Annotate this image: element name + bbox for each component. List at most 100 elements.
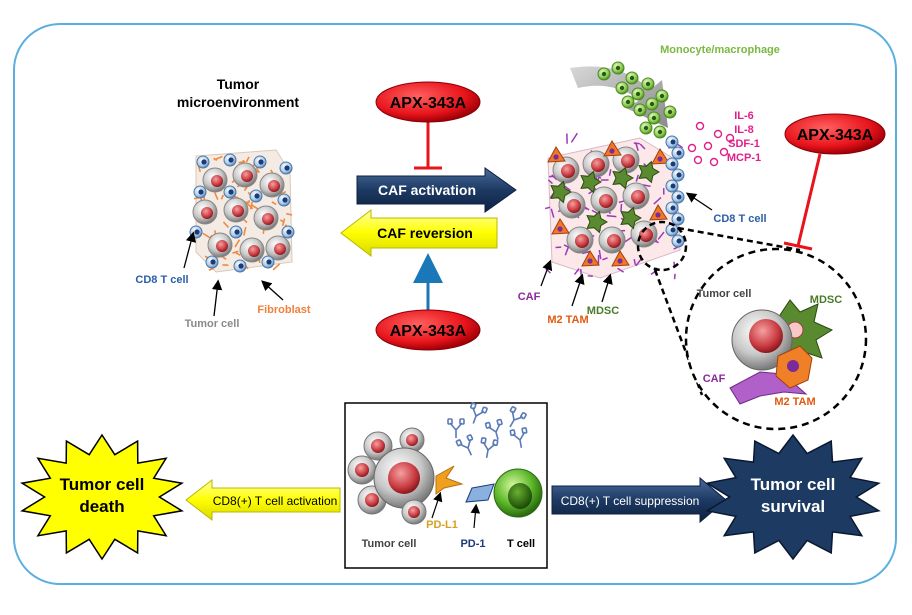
cd8-nucleus bbox=[676, 194, 682, 200]
right-cd8-label: CD8 T cell bbox=[713, 213, 766, 225]
monocyte-nucleus bbox=[629, 75, 635, 81]
tumor-nucleus bbox=[211, 175, 223, 187]
cytokine-dot bbox=[693, 155, 703, 165]
cd8-nucleus bbox=[234, 229, 240, 235]
antibody-arm bbox=[466, 434, 474, 442]
right-caf-label: CAF bbox=[518, 291, 541, 303]
cytokine-il8: IL-8 bbox=[734, 124, 754, 136]
cd8-nucleus bbox=[201, 159, 207, 165]
m2tam-nucleus bbox=[617, 258, 623, 264]
monocyte-nucleus bbox=[649, 101, 655, 107]
t-activation-arrow bbox=[185, 478, 341, 522]
antibody-icon bbox=[484, 418, 503, 440]
caf-strand bbox=[598, 249, 602, 260]
checkpoint-tcell-label: T cell bbox=[507, 538, 535, 550]
zoom-m2tam-label: M2 TAM bbox=[774, 396, 815, 408]
cytokine-dot bbox=[709, 157, 719, 167]
fibroblast-strand bbox=[234, 251, 241, 256]
caf-strand bbox=[550, 208, 555, 218]
pd1-receptor bbox=[465, 483, 495, 503]
death-label-2: death bbox=[79, 497, 124, 516]
fibroblast-strand bbox=[249, 201, 254, 210]
tumor-survival-burst bbox=[705, 433, 881, 561]
cd8-nucleus bbox=[266, 259, 272, 265]
monocyte-nucleus bbox=[619, 85, 625, 91]
cd8-nucleus bbox=[254, 193, 260, 199]
antibody-arm bbox=[521, 427, 528, 435]
m2tam-nucleus bbox=[557, 226, 563, 232]
cytokine-dot bbox=[725, 133, 735, 143]
tumor-death-burst bbox=[20, 433, 184, 561]
cd8-cell-column bbox=[665, 135, 685, 248]
cd8-nucleus bbox=[670, 205, 676, 211]
caf-strand bbox=[653, 196, 662, 205]
zoom-tumor-label: Tumor cell bbox=[697, 288, 752, 300]
m2tam-nucleus bbox=[587, 258, 593, 264]
tumor-nucleus bbox=[201, 207, 213, 219]
fibroblast-strand bbox=[220, 194, 225, 200]
mdsc-cell bbox=[586, 210, 609, 234]
fibroblast-strand bbox=[222, 221, 230, 229]
left-cd8-label: CD8 T cell bbox=[135, 274, 188, 286]
zoom-contents bbox=[729, 299, 834, 405]
antibody-icon bbox=[509, 427, 528, 449]
m2tam-nucleus bbox=[657, 156, 663, 162]
drug-label-right: APX-343A bbox=[797, 127, 874, 144]
fibroblast-strand bbox=[271, 201, 277, 206]
drug-oval-right bbox=[784, 113, 886, 155]
mdsc-cell bbox=[612, 166, 635, 190]
caf-strand bbox=[635, 258, 642, 267]
fibroblast-strand bbox=[286, 212, 293, 216]
tumor-nucleus bbox=[607, 234, 621, 248]
antibody-icon bbox=[447, 418, 465, 438]
cd8-nucleus bbox=[228, 157, 234, 163]
monocyte-nucleus bbox=[659, 93, 665, 99]
checkpoint-tumor-label: Tumor cell bbox=[362, 538, 417, 550]
monocyte-nucleus bbox=[645, 81, 651, 87]
cd8-nucleus bbox=[676, 238, 682, 244]
right-m2tam-label: M2 TAM bbox=[547, 314, 588, 326]
cytokine-dot bbox=[703, 141, 713, 151]
zoom-caf-label: CAF bbox=[703, 373, 726, 385]
left-pointer-arrows bbox=[183, 231, 284, 317]
cytokine-sdf1: SDF-1 bbox=[728, 138, 760, 150]
mdsc-cell bbox=[580, 170, 603, 194]
antibody-arm bbox=[509, 429, 516, 437]
fibroblast-strand bbox=[272, 263, 281, 271]
antibody-arm bbox=[492, 439, 499, 447]
drug-oval-top bbox=[375, 81, 481, 123]
cd8-nucleus bbox=[284, 165, 290, 171]
survival-label-2: survival bbox=[761, 497, 825, 516]
cd8-nucleus bbox=[670, 139, 676, 145]
caf-strand bbox=[544, 206, 551, 210]
zoom-connector-top bbox=[677, 226, 801, 252]
caf-strand bbox=[606, 214, 617, 218]
caf-strand bbox=[602, 257, 608, 261]
monocyte-label: Monocyte/macrophage bbox=[660, 44, 780, 56]
antibody-arm bbox=[496, 418, 503, 426]
fibroblast-strand bbox=[243, 226, 247, 236]
zoom-mdsc-label: MDSC bbox=[810, 294, 842, 306]
cd8-nucleus bbox=[238, 263, 244, 269]
caf-strand bbox=[635, 174, 640, 182]
tumor-nucleus bbox=[621, 154, 635, 168]
fibroblast-strand bbox=[213, 157, 218, 162]
title-line-1: Tumor bbox=[217, 76, 260, 92]
cd8-nucleus bbox=[670, 227, 676, 233]
antibody-icon bbox=[509, 406, 527, 428]
monocyte-nucleus bbox=[643, 125, 649, 131]
monocyte-nucleus bbox=[625, 99, 631, 105]
caf-strand bbox=[633, 258, 637, 266]
caf-activation-arrow bbox=[356, 167, 517, 213]
fibroblast-strand bbox=[281, 218, 286, 227]
cd8-nucleus bbox=[670, 161, 676, 167]
antibody-icon bbox=[455, 434, 474, 456]
m2tam-nucleus bbox=[655, 212, 661, 218]
tumor-nucleus bbox=[561, 164, 575, 178]
left-fibroblast-label: Fibroblast bbox=[257, 304, 311, 316]
antibody-arm bbox=[470, 402, 477, 410]
cd8-nucleus bbox=[676, 216, 682, 222]
left-tumor-label: Tumor cell bbox=[185, 318, 240, 330]
cd8-nucleus bbox=[676, 172, 682, 178]
